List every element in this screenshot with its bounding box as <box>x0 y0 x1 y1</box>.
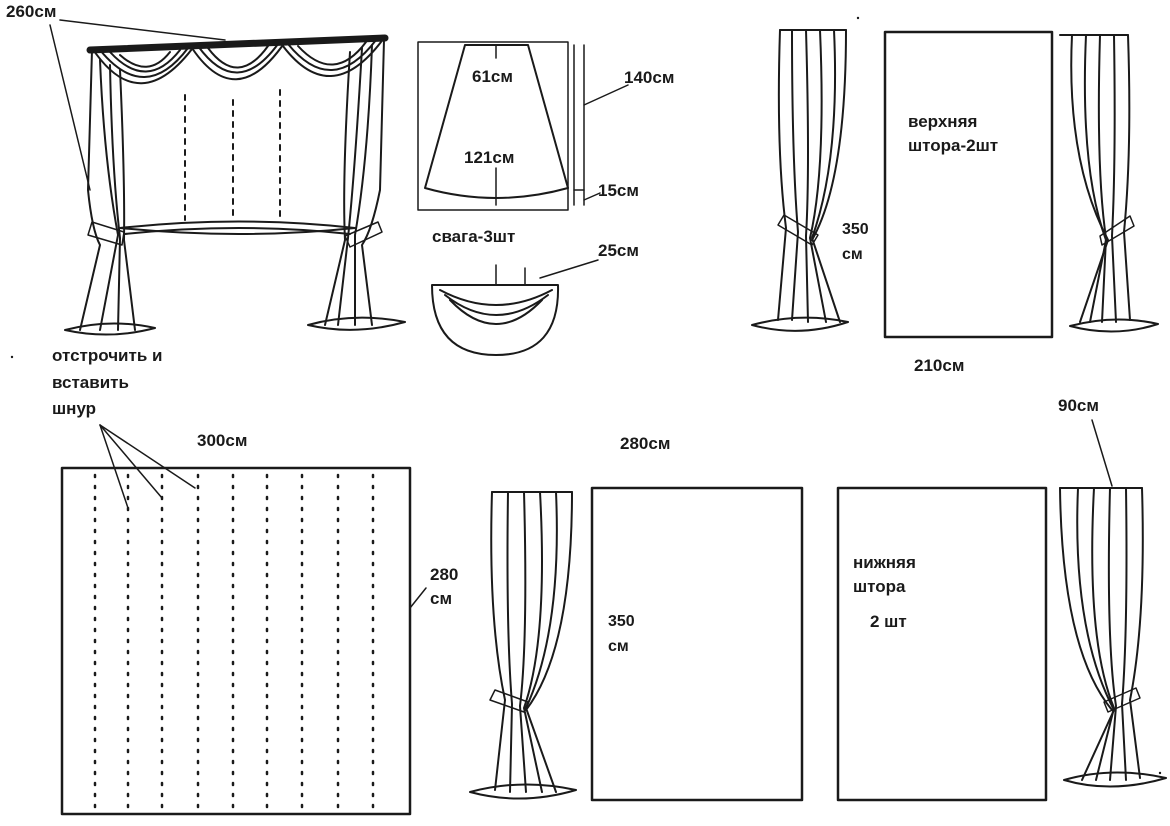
swag-pattern <box>417 41 629 356</box>
sheer-width-label: 300см <box>197 431 248 450</box>
lower-height-unit: см <box>608 638 629 655</box>
sheer-note-line3: шнур <box>52 399 97 418</box>
lower-curtain-set <box>469 419 1167 802</box>
sheer-note-line2: вставить <box>52 373 129 392</box>
lower-piece-width-label: 90см <box>1058 396 1099 415</box>
upper-caption-line1: верхняя <box>908 112 978 131</box>
swag-arc-depth-label: 15см <box>598 181 639 200</box>
cornice-width-label: 260см <box>6 2 57 21</box>
swag-top-width-label: 61см <box>472 67 513 86</box>
upper-width-label: 210см <box>914 356 965 375</box>
swag-height-label: 140см <box>624 68 675 87</box>
swag-caption: свага-3шт <box>432 227 516 246</box>
lower-caption-line1: нижняя <box>853 553 916 572</box>
sheer-panel <box>60 424 427 816</box>
lower-caption-line2: штора <box>853 577 906 596</box>
upper-height-number: 350 <box>842 221 869 238</box>
stray-dot <box>10 355 14 359</box>
lower-height-number: 350 <box>608 613 635 630</box>
upper-curtain-set <box>751 29 1159 339</box>
lower-caption-line3: 2 шт <box>870 612 907 631</box>
upper-height-unit: см <box>842 246 863 263</box>
swag-bottom-width-label: 121см <box>464 148 515 167</box>
assembled-drape-illustration <box>49 19 406 336</box>
stray-dot <box>1158 771 1162 775</box>
lower-width-label: 280см <box>620 434 671 453</box>
sheer-note-line1: отстрочить и <box>52 346 163 365</box>
swag-fold-label: 25см <box>598 241 639 260</box>
upper-caption-line2: штора-2шт <box>908 136 999 155</box>
sheer-height-unit: см <box>430 589 453 608</box>
sheer-height-number: 280 <box>430 565 459 584</box>
stray-dot <box>856 16 860 20</box>
